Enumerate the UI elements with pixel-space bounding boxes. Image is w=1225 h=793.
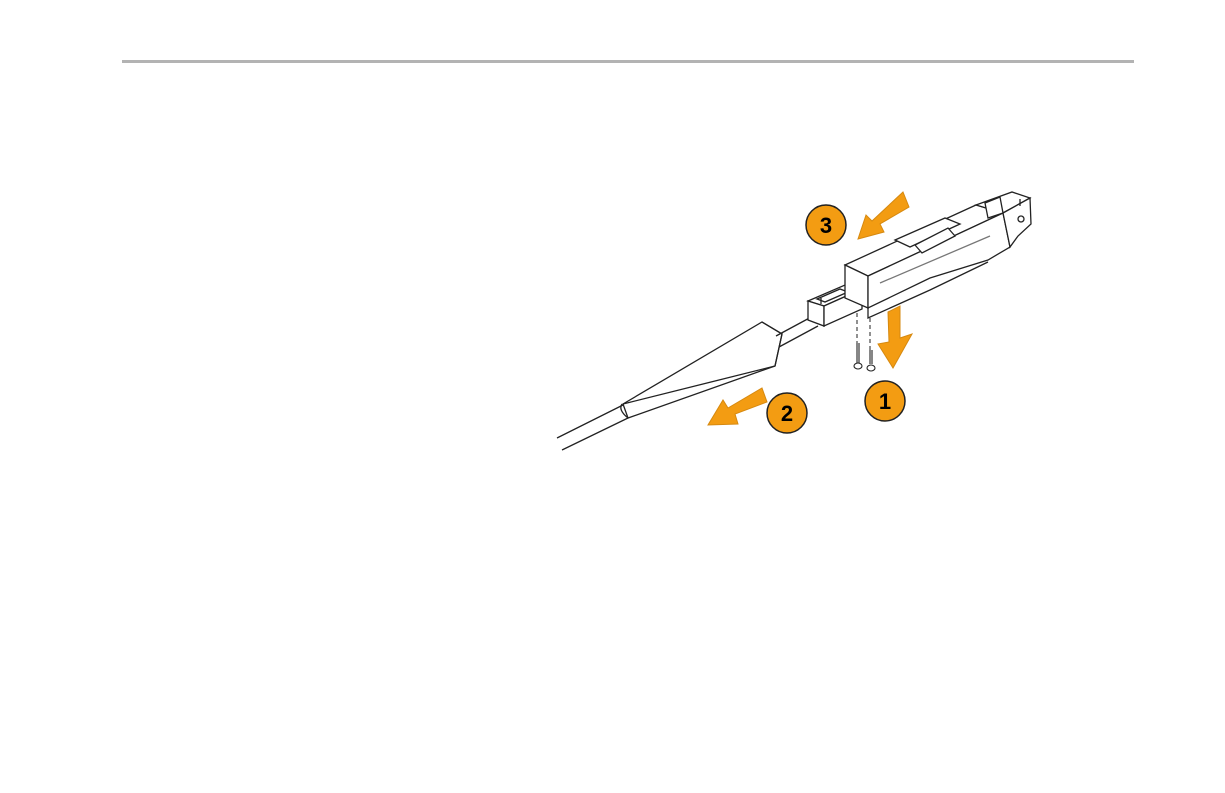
step-1-badge: 1	[865, 381, 905, 421]
screws	[854, 343, 875, 371]
step-3-badge: 3	[806, 205, 846, 245]
step-1-number: 1	[879, 389, 891, 414]
step-2-number: 2	[781, 401, 793, 426]
step-3-number: 3	[820, 213, 832, 238]
step-3-arrow-left-icon	[858, 192, 909, 239]
probe-cable	[557, 404, 628, 450]
step-1-arrow-down-icon	[878, 306, 912, 368]
step-2-badge: 2	[767, 393, 807, 433]
step-2-arrow-left-icon	[708, 388, 767, 425]
